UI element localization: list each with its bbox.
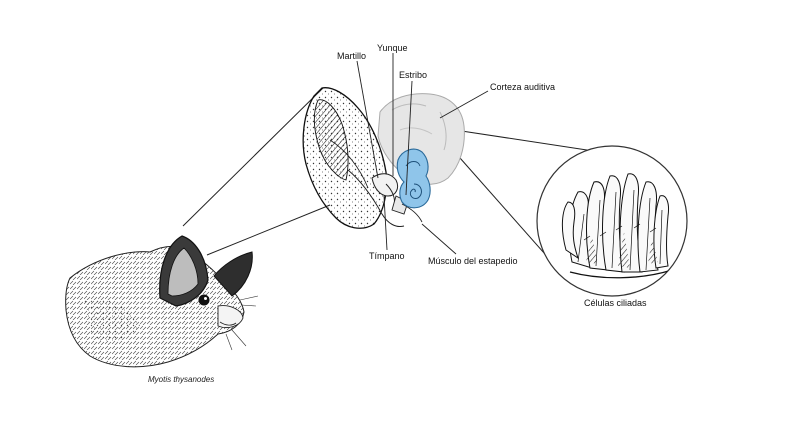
label-celulas-ciliadas: Células ciliadas (584, 298, 647, 308)
connector-lines (182, 87, 601, 263)
label-martillo: Martillo (337, 51, 367, 61)
bat-head-illustration (65, 235, 259, 368)
cochlea-illustration (396, 148, 431, 209)
label-corteza-auditiva: Corteza auditiva (490, 82, 556, 92)
label-leader-lines (356, 53, 489, 255)
label-species-name: Myotis thysanodes (148, 375, 215, 384)
hair-cells-illustration (536, 145, 688, 297)
label-yunque: Yunque (377, 43, 408, 53)
label-musculo-estapedio: Músculo del estapedio (428, 256, 518, 266)
label-estribo: Estribo (399, 70, 428, 80)
pinna-section-illustration (302, 87, 423, 229)
label-timpano: Tímpano (369, 251, 405, 261)
